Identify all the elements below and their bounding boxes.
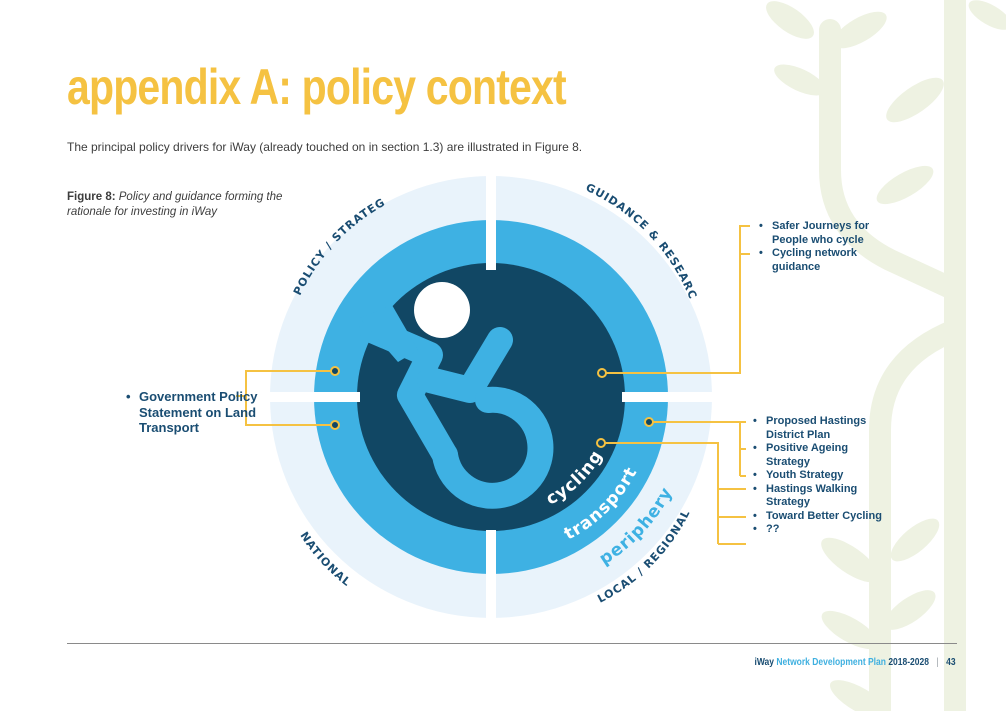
figure-caption-label: Figure 8:: [67, 191, 116, 203]
footer-divider: [67, 643, 957, 644]
page-title: appendix A: policy context: [67, 59, 567, 115]
footer-years: 2018-2028: [888, 657, 930, 668]
guidance-list: Safer Journeys for People who cycle Cycl…: [757, 220, 897, 274]
footer-separator: |: [936, 657, 940, 668]
connector-local: [605, 421, 746, 545]
divider-right: [622, 392, 714, 402]
quadrant-label-policy-strategy: POLICY / STRATEGY: [0, 0, 388, 297]
list-item: Proposed Hastings District Plan: [753, 415, 891, 442]
cyclist-icon: [359, 282, 554, 509]
intro-paragraph: The principal policy drivers for iWay (a…: [67, 140, 583, 154]
divider-top: [486, 172, 496, 270]
figure-caption: Figure 8: Policy and guidance forming th…: [67, 190, 297, 220]
divider-bottom: [486, 530, 496, 625]
divider-left: [268, 392, 360, 402]
list-item: Hastings Walking Strategy: [753, 483, 891, 510]
list-item: Positive Ageing Strategy: [753, 442, 891, 469]
footer-brand: iWay: [754, 657, 775, 668]
connector-dots: [330, 366, 654, 448]
list-item: Youth Strategy: [753, 469, 891, 483]
list-item: ??: [753, 523, 891, 537]
local-strategy-list: Proposed Hastings District Plan Positive…: [751, 415, 891, 537]
list-item: Cycling network guidance: [759, 247, 897, 274]
connector-guidance: [606, 225, 750, 374]
figure-caption-text: Policy and guidance forming the rational…: [67, 191, 283, 218]
list-item: Government Policy Statement on Land Tran…: [126, 389, 259, 436]
page-number: 43: [946, 657, 956, 668]
footer-document-name: Network Development Plan: [776, 657, 887, 668]
list-item: Safer Journeys for People who cycle: [759, 220, 897, 247]
page-footer: iWay Network Development Plan 2018-2028 …: [755, 657, 956, 668]
list-item: Toward Better Cycling: [753, 510, 891, 524]
national-policy-list: Government Policy Statement on Land Tran…: [125, 389, 259, 436]
